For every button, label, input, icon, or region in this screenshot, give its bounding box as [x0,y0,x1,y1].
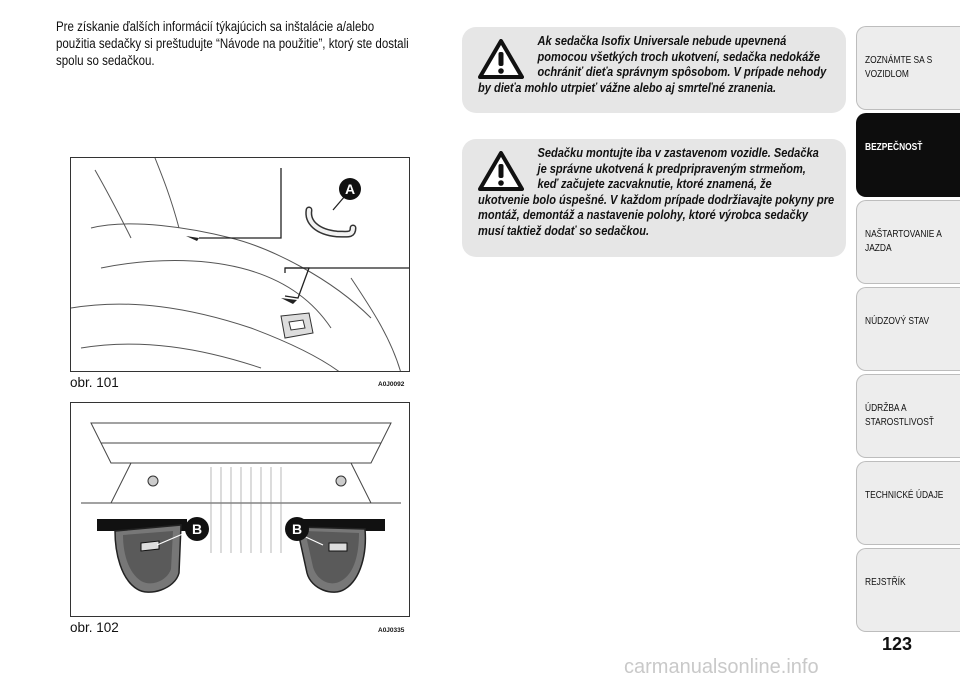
tab-label: ÚDRŽBA A STAROSTLIVOSŤ [865,402,934,428]
tab-starting-driving[interactable]: NAŠTARTOVANIE A JAZDA [856,200,960,284]
warning-triangle-icon [478,151,524,191]
warning-line: by dieťa mohlo utrpieť vážne alebo aj sm… [478,79,777,95]
tab-label: NÚDZOVÝ STAV [865,315,930,327]
warning-line: ukotvenie bolo úspešné. V každom prípade… [478,191,814,207]
callout-b-right-marker [285,517,309,541]
warning-line: keď začujete zacvaknutie, ktoré znamená,… [537,176,772,191]
trunk-anchor-drawing: B B [81,422,401,593]
figure-code: A0J0335 [378,627,405,634]
tab-maintenance[interactable]: ÚDRŽBA A STAROSTLIVOSŤ [856,374,960,458]
callout-b-right-label: B [292,521,302,537]
tab-safety[interactable]: BEZPEČNOSŤ [856,113,960,197]
tab-technical-data[interactable]: TECHNICKÉ ÚDAJE [856,461,960,545]
intro-line: Pre získanie ďalších informácií týkajúci… [56,19,375,34]
figure-caption: obr. 101 [70,375,119,390]
tab-label: NAŠTARTOVANIE A JAZDA [865,228,942,254]
intro-line: spolu so sedačkou. [56,53,155,68]
figure-101-illustration: A [70,157,410,372]
tab-emergency[interactable]: NÚDZOVÝ STAV [856,287,960,371]
figure-caption: obr. 102 [70,620,119,635]
tab-label: ZOZNÁMTE SA S VOZIDLOM [865,54,933,80]
page-number: 123 [882,634,913,654]
warning-line: Ak sedačka Isofix Universale nebude upev… [537,33,787,48]
tab-label: TECHNICKÉ ÚDAJE [865,489,944,501]
callout-b-left-marker [185,517,209,541]
warning-line: je správne ukotvená k predpripraveným st… [537,160,806,176]
callout-a-label: A [345,181,355,197]
watermark-text: carmanualsonline.info [624,656,819,678]
tab-vehicle-intro[interactable]: ZOZNÁMTE SA S VOZIDLOM [856,26,960,110]
warning-line: ochrániť dieťa správnym spôsobom. V príp… [537,64,827,79]
warning-line: pre montáž, demontáž a nastavenie polohy… [478,191,835,223]
intro-line: použitia sedačky si preštudujte “Návode … [56,36,409,51]
warning-triangle-icon [478,39,524,79]
figure-102-illustration: B B [70,402,410,617]
warning-box-mounting: Sedačku montujte iba v zastavenom vozidl… [462,139,846,257]
warning-line: sedačky musí taktiež dodať so sedačkou. [478,207,808,238]
tab-label: REJSTŘÍK [865,576,906,588]
warning-line: Sedačku montujte iba v zastavenom vozidl… [537,145,819,160]
intro-paragraph: Pre získanie ďalších informácií týkajúci… [56,18,447,69]
callout-a-marker [339,178,361,200]
tab-label: BEZPEČNOSŤ [865,141,923,153]
seat-anchor-drawing: A [71,158,409,371]
callout-b-left-label: B [192,521,202,537]
tab-index[interactable]: REJSTŘÍK [856,548,960,632]
warning-box-isofix: Ak sedačka Isofix Universale nebude upev… [462,27,846,113]
figure-code: A0J0092 [378,381,405,388]
warning-line: pomocou všetkých troch ukotvení, sedačka… [537,48,820,64]
